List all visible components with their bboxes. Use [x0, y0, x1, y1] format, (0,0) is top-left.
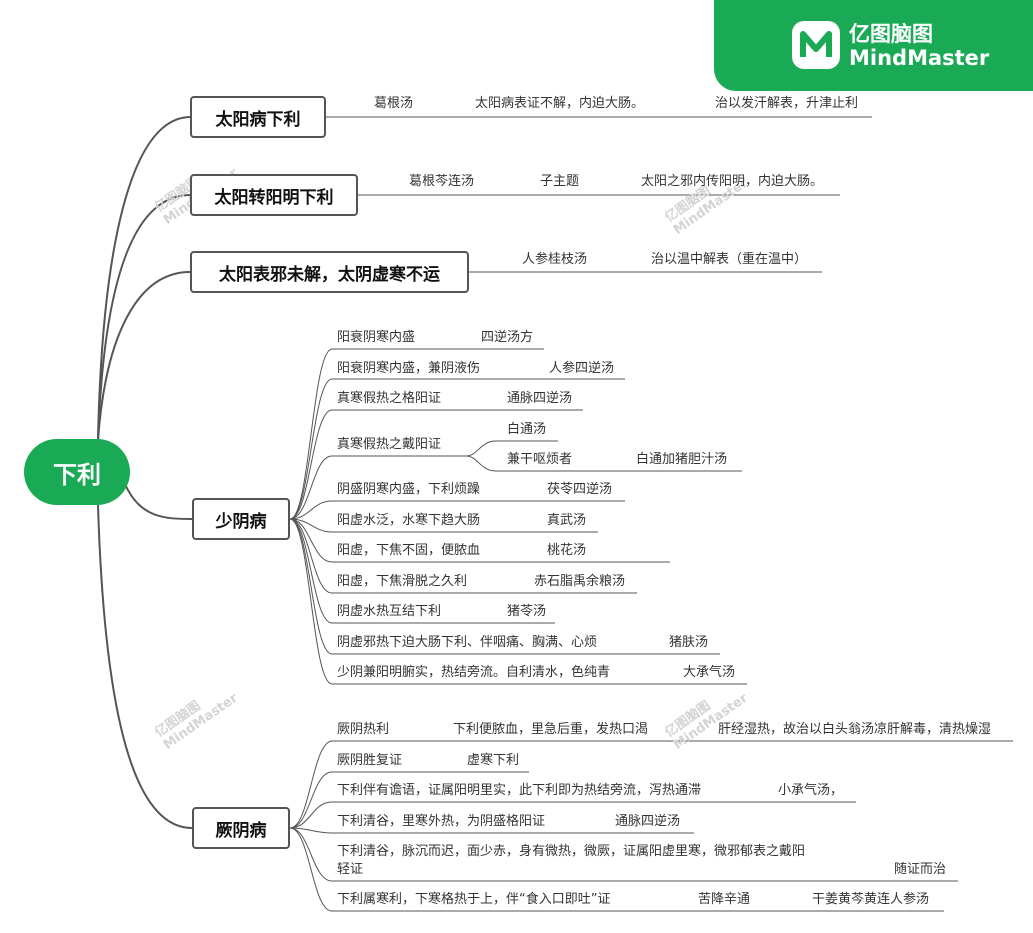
subtopic-label[interactable]: 厥阴胜复证: [337, 753, 403, 768]
subtopic-label[interactable]: 太阳病表证不解，内迫大肠。: [475, 96, 645, 111]
subtopic-label[interactable]: 葛根芩连汤: [409, 174, 475, 189]
edge-root-b3: [97, 271, 191, 441]
topic-taiyang-to-yangming[interactable]: 太阳转阳明下利: [190, 174, 358, 216]
edge-root-b2: [97, 194, 191, 441]
subtopic-label[interactable]: 白通汤: [507, 422, 547, 437]
subtopic-label[interactable]: 阳虚水泛，水寒下趋大肠: [337, 513, 481, 528]
subtopic-label[interactable]: 虚寒下利: [467, 753, 520, 768]
subtopic-label[interactable]: 阴盛阴寒内盛，下利烦躁: [337, 482, 481, 497]
subtopic-label[interactable]: 小承气汤，: [778, 783, 844, 798]
edge-root-b4: [124, 483, 193, 520]
subtopic-label[interactable]: 太阳之邪内传阳明，内迫大肠。: [641, 174, 824, 189]
subtopic-label[interactable]: 肝经湿热，故治以白头翁汤凉肝解毒，清热燥湿: [718, 722, 992, 737]
subtopic-label[interactable]: 桃花汤: [547, 543, 587, 558]
topic-shaoyin[interactable]: 少阴病: [192, 498, 290, 540]
edge-root-b1: [97, 116, 191, 441]
subtopic-label[interactable]: 赤石脂禹余粮汤: [534, 574, 626, 589]
subtopic-label[interactable]: 下利属寒利，下寒格热于上，伴“食入口即吐”证: [337, 892, 611, 907]
subtopic-label[interactable]: 治以温中解表（重在温中）: [651, 252, 808, 267]
subtopic-label[interactable]: 阴虚水热互结下利: [337, 604, 442, 619]
subtopic-label[interactable]: 猪肤汤: [669, 635, 709, 650]
subtopic-label[interactable]: 治以发汗解表，升津止利: [715, 96, 859, 111]
subtopic-label[interactable]: 轻证: [337, 862, 364, 877]
subtopic-label[interactable]: 真寒假热之戴阳证: [337, 437, 442, 452]
subtopic-label[interactable]: 下利便脓血，里急后重，发热口渴: [453, 722, 649, 737]
subtopic-label[interactable]: 下利清谷，里寒外热，为阴盛格阳证: [337, 814, 546, 829]
brand-name-en: MindMaster: [849, 46, 990, 70]
subtopic-label[interactable]: 子主题: [540, 174, 580, 189]
subtopic-label[interactable]: 通脉四逆汤: [615, 814, 681, 829]
subtopic-label[interactable]: 人参桂枝汤: [522, 252, 588, 267]
subtopic-label[interactable]: 通脉四逆汤: [507, 391, 573, 406]
subtopic-label[interactable]: 随证而治: [894, 862, 947, 877]
brand-banner: 亿图脑图 MindMaster: [714, 0, 1033, 91]
subtopic-label[interactable]: 大承气汤: [683, 665, 736, 680]
subtopic-label[interactable]: 真寒假热之格阳证: [337, 391, 442, 406]
topic-taiyang-taiyin[interactable]: 太阳表邪未解，太阴虚寒不运: [190, 251, 469, 293]
subtopic-label[interactable]: 真武汤: [547, 513, 587, 528]
edge-root-b5: [97, 504, 193, 829]
subtopic-label[interactable]: 四逆汤方: [481, 330, 534, 345]
root-topic[interactable]: 下利: [24, 439, 130, 505]
subtopic-label[interactable]: 兼干呕烦者: [507, 452, 573, 467]
subtopic-label[interactable]: 葛根汤: [374, 96, 414, 111]
subtopic-label[interactable]: 人参四逆汤: [549, 361, 615, 376]
subtopic-label[interactable]: 少阴兼阳明腑实，热结旁流。自利清水，色纯青: [337, 665, 611, 680]
subtopic-label[interactable]: 茯苓四逆汤: [547, 482, 613, 497]
subtopic-label[interactable]: 苦降辛通: [698, 892, 751, 907]
subtopic-label[interactable]: 阳虚，下焦不固，便脓血: [337, 543, 481, 558]
subtopic-label[interactable]: 阴虚邪热下迫大肠下利、伴咽痛、胸满、心烦: [337, 635, 598, 650]
topic-jueyin[interactable]: 厥阴病: [192, 807, 290, 849]
subtopic-label[interactable]: 阳衰阴寒内盛，兼阴液伤: [337, 361, 481, 376]
subtopic-label[interactable]: 阳虚，下焦滑脱之久利: [337, 574, 468, 589]
brand-name-cn: 亿图脑图: [849, 22, 933, 46]
subtopic-label[interactable]: 阳衰阴寒内盛: [337, 330, 416, 345]
subtopic-label[interactable]: 厥阴热利: [337, 722, 390, 737]
topic-taiyang-diarrhea[interactable]: 太阳病下利: [190, 96, 326, 138]
subtopic-label[interactable]: 猪苓汤: [507, 604, 547, 619]
subtopic-label[interactable]: 白通加猪胆汁汤: [636, 452, 728, 467]
subtopic-label[interactable]: 下利伴有谵语，证属阳明里实，此下利即为热结旁流，泻热通滞: [337, 783, 702, 798]
subtopic-label[interactable]: 干姜黄芩黄连人参汤: [812, 892, 930, 907]
subtopic-label[interactable]: 下利清谷，脉沉而迟，面少赤，身有微热，微厥，证属阳虚里寒，微邪郁表之戴阳: [337, 844, 806, 859]
mindmaster-logo-icon: [792, 21, 840, 69]
